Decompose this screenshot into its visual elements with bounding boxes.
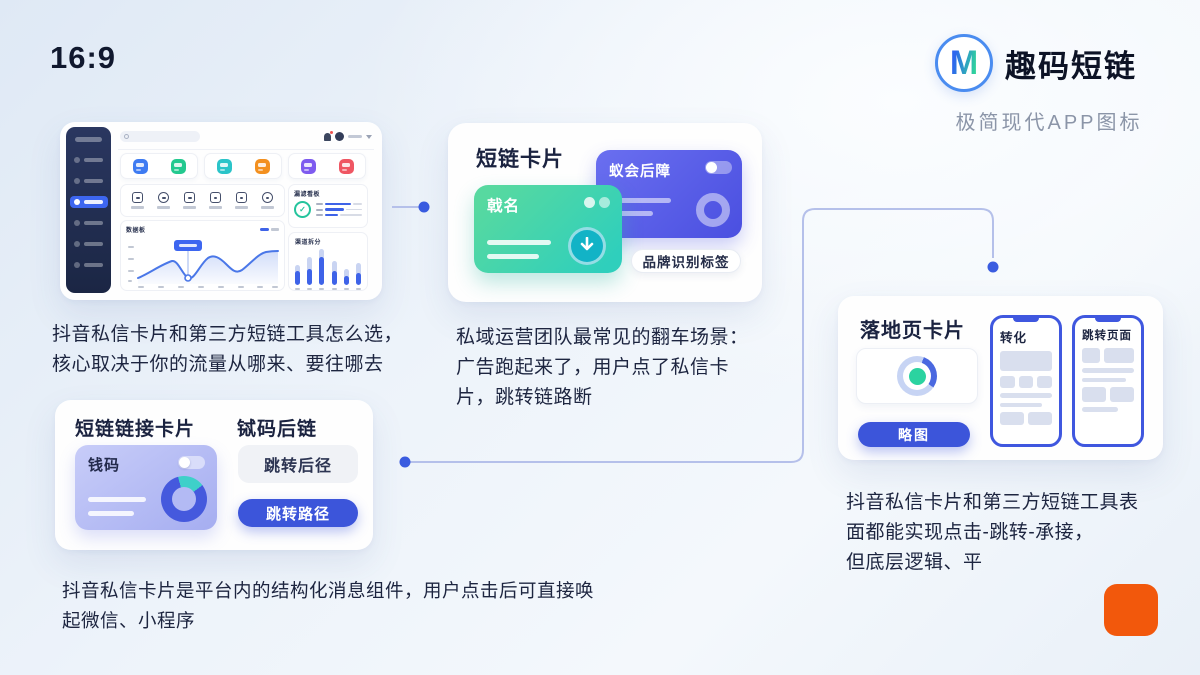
search-input[interactable]	[120, 131, 200, 142]
quick-action[interactable]	[183, 192, 197, 209]
tile-card	[288, 153, 366, 179]
plus-circle-icon	[261, 192, 273, 204]
brand-logo-icon: M	[935, 34, 993, 92]
dashboard-main: 漏滤看板 ✓ 数据板	[118, 128, 374, 294]
toggle-switch[interactable]	[178, 456, 205, 469]
shortlink-card-title: 短链卡片	[476, 148, 564, 171]
link-card-subtitle: 铽码后链	[237, 419, 318, 440]
caption-landing: 抖音私信卡片和第三方短链工具表 面都能实现点击-跳转-承接， 但底层逻辑、平	[846, 492, 1139, 573]
landing-card-title: 落地页卡片	[860, 320, 965, 342]
green-card-label: 戟名	[487, 198, 521, 215]
orange-accent-block	[1104, 584, 1158, 636]
caption-shortlink: 私域运营团队最常见的翻车场景： 广告跑起来了，用户点了私信卡 片，跳转链路断	[456, 327, 749, 408]
quick-action[interactable]	[260, 192, 274, 209]
dashboard-mockup: 漏滤看板 ✓ 数据板	[60, 122, 382, 300]
phone-mockup-left: 转化	[990, 315, 1062, 447]
jump-path-gray-pill[interactable]: 跳转后径	[238, 445, 358, 483]
green-mini-card: 戟名	[474, 185, 622, 273]
aspect-ratio-label: 16:9	[50, 40, 117, 75]
brand-block: M 趣码短链 极简现代APP图标	[935, 34, 1163, 135]
funnel-panel: 漏滤看板 ✓	[288, 184, 368, 228]
connector-dashboard-to-shortlink	[392, 201, 430, 213]
funnel-panel-title: 漏滤看板	[294, 192, 321, 198]
brand-logo-letter: M	[949, 43, 979, 82]
app-icon-purple[interactable]	[300, 158, 316, 174]
avatar[interactable]	[335, 132, 344, 141]
quick-action[interactable]	[131, 192, 145, 209]
shield-icon	[184, 192, 196, 204]
clock-icon	[158, 192, 170, 204]
tile-card	[120, 153, 198, 179]
app-tile-row	[120, 153, 366, 179]
bar-chart	[295, 249, 361, 285]
app-icon-green[interactable]	[170, 158, 186, 174]
brand-subtitle: 极简现代APP图标	[955, 112, 1143, 134]
line-chart	[128, 240, 279, 288]
progress-ring-graphic	[897, 356, 937, 396]
card-icon	[235, 192, 247, 204]
ring-graphic	[696, 193, 730, 227]
quick-action[interactable]	[234, 192, 248, 209]
dashboard-sidebar	[66, 127, 111, 293]
app-icon-teal[interactable]	[216, 158, 232, 174]
check-circle-icon: ✓	[294, 201, 311, 218]
quick-actions-panel	[120, 184, 285, 217]
thumbnail-panel	[856, 348, 978, 404]
caption-dashboard: 抖音私信卡片和第三方短链工具怎么选， 核心取决于你的流量从哪来、要往哪去	[52, 324, 404, 375]
sidebar-item[interactable]	[74, 217, 107, 229]
sidebar-item[interactable]	[74, 154, 107, 166]
sidebar-item[interactable]	[74, 259, 107, 271]
data-panel-title: 数据板	[126, 228, 146, 234]
data-panel: 数据板	[120, 220, 285, 291]
quick-action[interactable]	[208, 192, 222, 209]
channel-panel-title: 渠道拆分	[295, 240, 322, 246]
jump-path-blue-button[interactable]: 跳转路径	[238, 499, 358, 527]
username-placeholder	[348, 134, 362, 139]
phone-mockup-right: 跳转页面	[1072, 315, 1144, 447]
chevron-down-icon[interactable]	[366, 134, 372, 139]
app-icon-red[interactable]	[338, 158, 354, 174]
quick-action[interactable]	[157, 192, 171, 209]
divider	[118, 149, 374, 150]
sidebar-logo	[75, 137, 102, 142]
brand-tag-pill: 品牌识别标签	[631, 249, 741, 273]
sidebar-item-active[interactable]	[70, 196, 108, 208]
chart-legend	[260, 228, 279, 231]
landing-card: 落地页卡片 略图 转化 跳转页面	[838, 296, 1163, 460]
phone-left-label: 转化	[1000, 331, 1028, 345]
app-icon-orange[interactable]	[254, 158, 270, 174]
lavender-card-label: 钱码	[88, 457, 121, 474]
tile-card	[204, 153, 282, 179]
thumbnail-button[interactable]: 略图	[858, 422, 970, 447]
donut-chart	[161, 476, 207, 522]
dots-graphic	[584, 197, 610, 208]
sidebar-item[interactable]	[74, 238, 107, 250]
caption-link: 抖音私信卡片是平台内的结构化消息组件，用户点击后可直接唤 起微信、小程序	[62, 580, 595, 631]
search-icon	[124, 134, 129, 139]
phone-notch	[1013, 317, 1039, 322]
purple-card-label: 蚁会后障	[609, 164, 671, 180]
brand-title: 趣码短链	[1005, 48, 1137, 84]
link-card: 短链链接卡片 铽码后链 钱码 跳转后径 跳转路径	[55, 400, 373, 550]
channel-panel: 渠道拆分	[288, 232, 368, 291]
lavender-mini-card: 钱码	[75, 445, 217, 530]
phone-right-label: 跳转页面	[1082, 330, 1132, 342]
app-icon-blue[interactable]	[132, 158, 148, 174]
shortlink-card: 短链卡片 蚁会后障 戟名 品牌识别标签	[448, 123, 762, 302]
bell-icon[interactable]	[324, 130, 333, 141]
home-icon	[132, 192, 144, 204]
download-icon[interactable]	[568, 227, 606, 265]
toggle-switch[interactable]	[705, 161, 732, 174]
calendar-icon	[209, 192, 221, 204]
link-card-title: 短链链接卡片	[75, 419, 196, 440]
sidebar-item[interactable]	[74, 175, 107, 187]
phone-notch	[1095, 317, 1121, 322]
